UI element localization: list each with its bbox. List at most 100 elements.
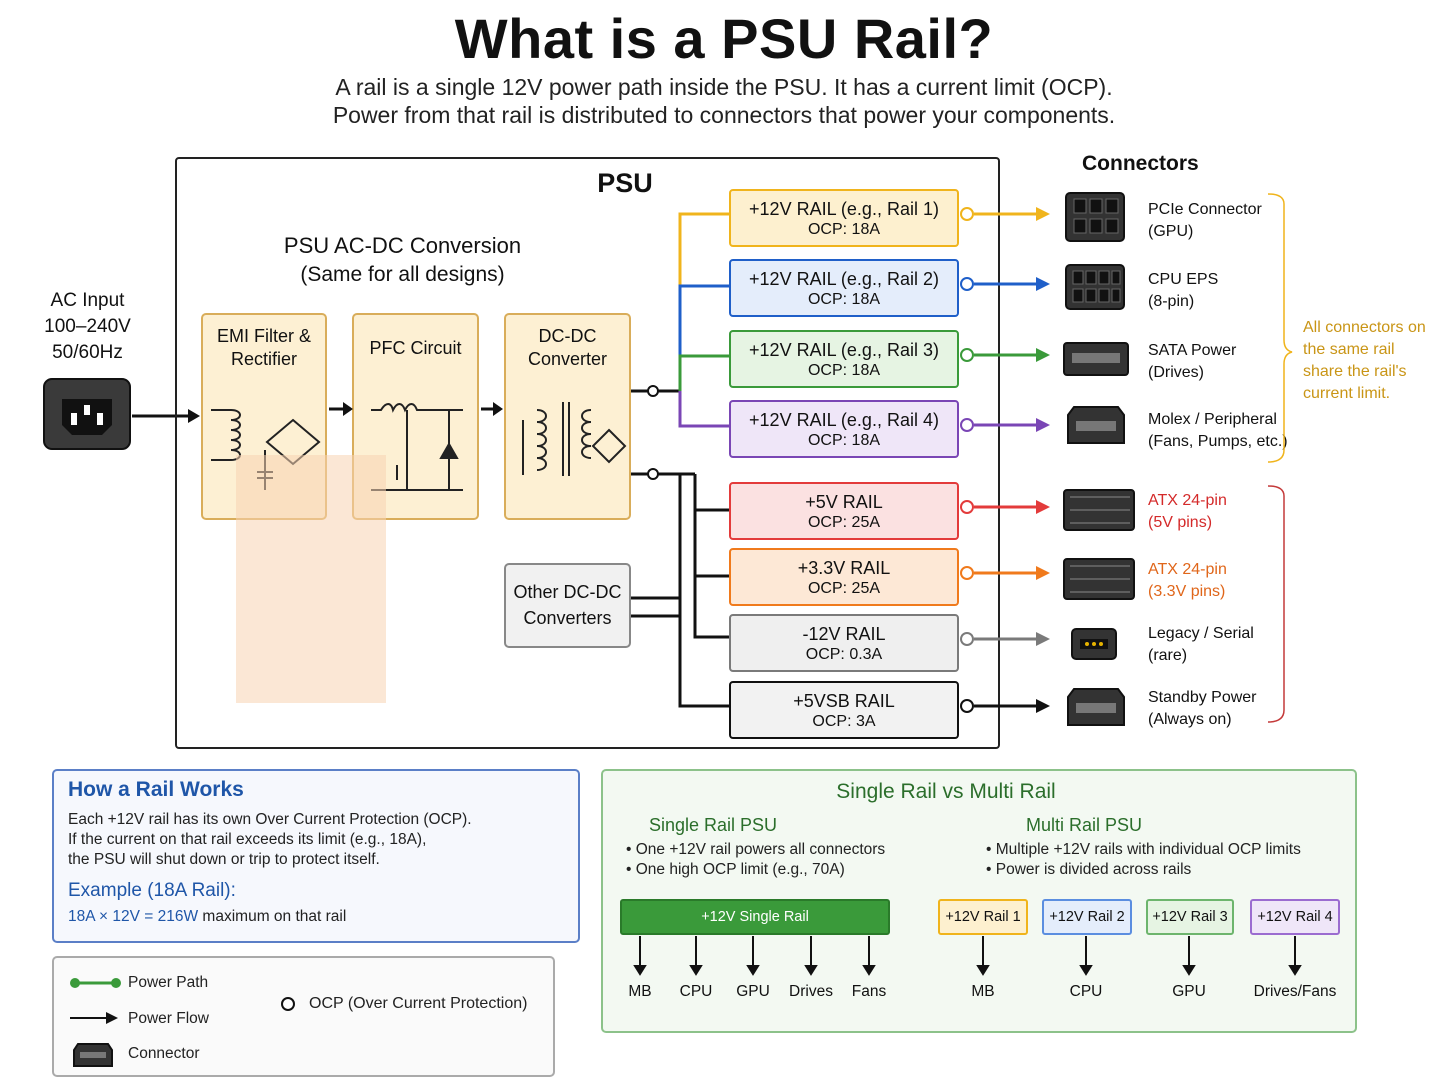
how-line-1: Each +12V rail has its own Over Current …: [68, 811, 472, 828]
emi-coil-icon: [211, 409, 241, 461]
legend-power-path: Power Path: [128, 974, 209, 991]
cpu-eps-connector-icon: [1065, 264, 1125, 310]
how-line-2: If the current on that rail exceeds its …: [68, 831, 427, 848]
psu-enclosure: [175, 157, 1000, 749]
pcie-connector-icon: [1065, 192, 1125, 242]
psu-label: PSU: [597, 168, 653, 198]
ocp-marker-1: [960, 207, 974, 221]
multi-rail-1: +12V Rail 1: [938, 899, 1028, 935]
svm-down-arrows: [633, 936, 1302, 976]
connector-label-4: Molex / Peripheral(Fans, Pumps, etc.): [1148, 409, 1288, 453]
rail-name: +5VSB RAIL: [793, 691, 895, 711]
rail-ocp: OCP: 0.3A: [805, 646, 883, 663]
svm-title: Single Rail vs Multi Rail: [836, 780, 1056, 803]
rail-arrowhead-2: [1036, 277, 1050, 291]
multi-out-gpu: GPU: [1172, 983, 1206, 1000]
multi-bullet-1: Multiple +12V rails with individual OCP …: [995, 841, 1301, 858]
stage-emi-line1: EMI Filter &: [216, 326, 311, 346]
power-path-icon: [70, 978, 121, 988]
rail-ocp: OCP: 3A: [812, 713, 876, 730]
multi-title: Multi Rail PSU: [1026, 815, 1143, 835]
rail-ocp: OCP: 25A: [807, 514, 881, 531]
rail-arrowhead-3: [1036, 348, 1050, 362]
multi-rail-3: +12V Rail 3: [1146, 899, 1234, 935]
how-rail-works-panel: [52, 769, 580, 943]
stage-emi-line2: Rectifier: [230, 349, 297, 369]
connector-label-1: PCIe Connector (GPU): [1148, 199, 1262, 243]
connector-name: CPU EPS: [1148, 271, 1219, 288]
sata-power-connector-icon: [1063, 342, 1129, 376]
multi-bullets: • Multiple +12V rails with individual OC…: [986, 841, 1301, 878]
connector-name: PCIe Connector: [1148, 201, 1262, 218]
connector-detail: (GPU): [1148, 223, 1194, 240]
rail-name: +12V RAIL (e.g., Rail 2): [749, 269, 939, 289]
connector-name: ATX 24-pin: [1148, 561, 1227, 578]
ocp-marker-6: [960, 566, 974, 580]
ac-input-voltage: 100–240V: [44, 316, 131, 337]
rail-arrowhead-5: [1036, 500, 1050, 514]
single-bullets: • One +12V rail powers all connectors • …: [626, 841, 886, 878]
power-flow-icon: [70, 1012, 118, 1024]
rail-ocp: OCP: 18A: [807, 291, 881, 308]
ocp-circle-icon: [281, 997, 295, 1011]
rail-ocp: OCP: 18A: [807, 362, 881, 379]
single-bullet-1: One +12V rail powers all connectors: [635, 841, 886, 858]
ocp-marker-2: [960, 277, 974, 291]
rail-name: +12V RAIL (e.g., Rail 1): [749, 199, 939, 219]
connector-detail: (Drives): [1148, 364, 1204, 381]
rail-box-4: +12V RAIL (e.g., Rail 4) OCP: 18A: [729, 400, 959, 458]
single-bullet-2: One high OCP limit (e.g., 70A): [635, 861, 845, 878]
rail-ocp: OCP: 18A: [807, 432, 881, 449]
ocp-marker-4: [960, 418, 974, 432]
rail-arrowhead-4: [1036, 418, 1050, 432]
subtitle-line-1: A rail is a single 12V power path inside…: [335, 74, 1113, 100]
connector-label-3: SATA Power(Drives): [1148, 340, 1236, 384]
stage-arrows: [329, 402, 503, 416]
multi-rail-4: +12V Rail 4: [1250, 899, 1340, 935]
other-dc-dc-converters: Other DC-DC Converters: [504, 563, 631, 648]
connectors-heading: Connectors: [1082, 152, 1199, 175]
rail-box-3: +12V RAIL (e.g., Rail 3)OCP: 18A: [729, 330, 959, 388]
rail-ocp: OCP: 25A: [807, 580, 881, 597]
connector-name: ATX 24-pin: [1148, 492, 1227, 509]
example-rest: maximum on that rail: [198, 908, 347, 925]
stage-pfc-line1: PFC Circuit: [369, 338, 462, 358]
rail-arrowhead-7: [1036, 632, 1050, 646]
example-title: Example (18A Rail):: [68, 880, 236, 901]
connector-icons: [1063, 192, 1135, 726]
rail-name: +12V RAIL (e.g., Rail 4): [749, 410, 939, 430]
rail-arrowhead-1: [1036, 207, 1050, 221]
single-out-cpu: CPU: [679, 983, 713, 1000]
single-out-fans: Fans: [851, 983, 887, 1000]
ac-inlet-icon: [43, 378, 200, 450]
multi-rail-2: +12V Rail 2: [1042, 899, 1132, 935]
rail-arrowhead-8: [1036, 699, 1050, 713]
connector-detail: (5V pins): [1148, 514, 1213, 531]
legacy-serial-connector-icon: [1071, 628, 1117, 660]
ac-input-title: AC Input: [50, 290, 125, 311]
single-out-gpu: GPU: [736, 983, 770, 1000]
other-dc-line2: Converters: [523, 608, 612, 628]
conversion-subtitle: (Same for all designs): [300, 263, 505, 286]
connector-detail: (8-pin): [1148, 293, 1195, 310]
standby-power-connector-icon: [1067, 688, 1125, 726]
rail-ocp: OCP: 18A: [807, 221, 881, 238]
legend-power-flow: Power Flow: [128, 1010, 209, 1027]
stage-dcdc-line1: DC-DC: [538, 326, 597, 346]
example-line: 18A × 12V = 216W maximum on that rail: [68, 907, 346, 927]
connector-label-7: Legacy / Serial(rare): [1148, 623, 1254, 667]
connector-detail: (3.3V pins): [1148, 583, 1226, 600]
single-out-drives: Drives: [789, 983, 833, 1000]
rail-box-8: +5VSB RAIL OCP: 3A: [729, 681, 959, 739]
connector-label-2: CPU EPS (8-pin): [1148, 269, 1218, 313]
ocp-marker-5: [960, 500, 974, 514]
rail-arrowhead-6: [1036, 566, 1050, 580]
ocp-marker-8: [960, 699, 974, 713]
molex-connector-icon: [1067, 406, 1125, 444]
legend-panel: [52, 956, 555, 1077]
connector-name: Standby Power: [1148, 689, 1257, 706]
